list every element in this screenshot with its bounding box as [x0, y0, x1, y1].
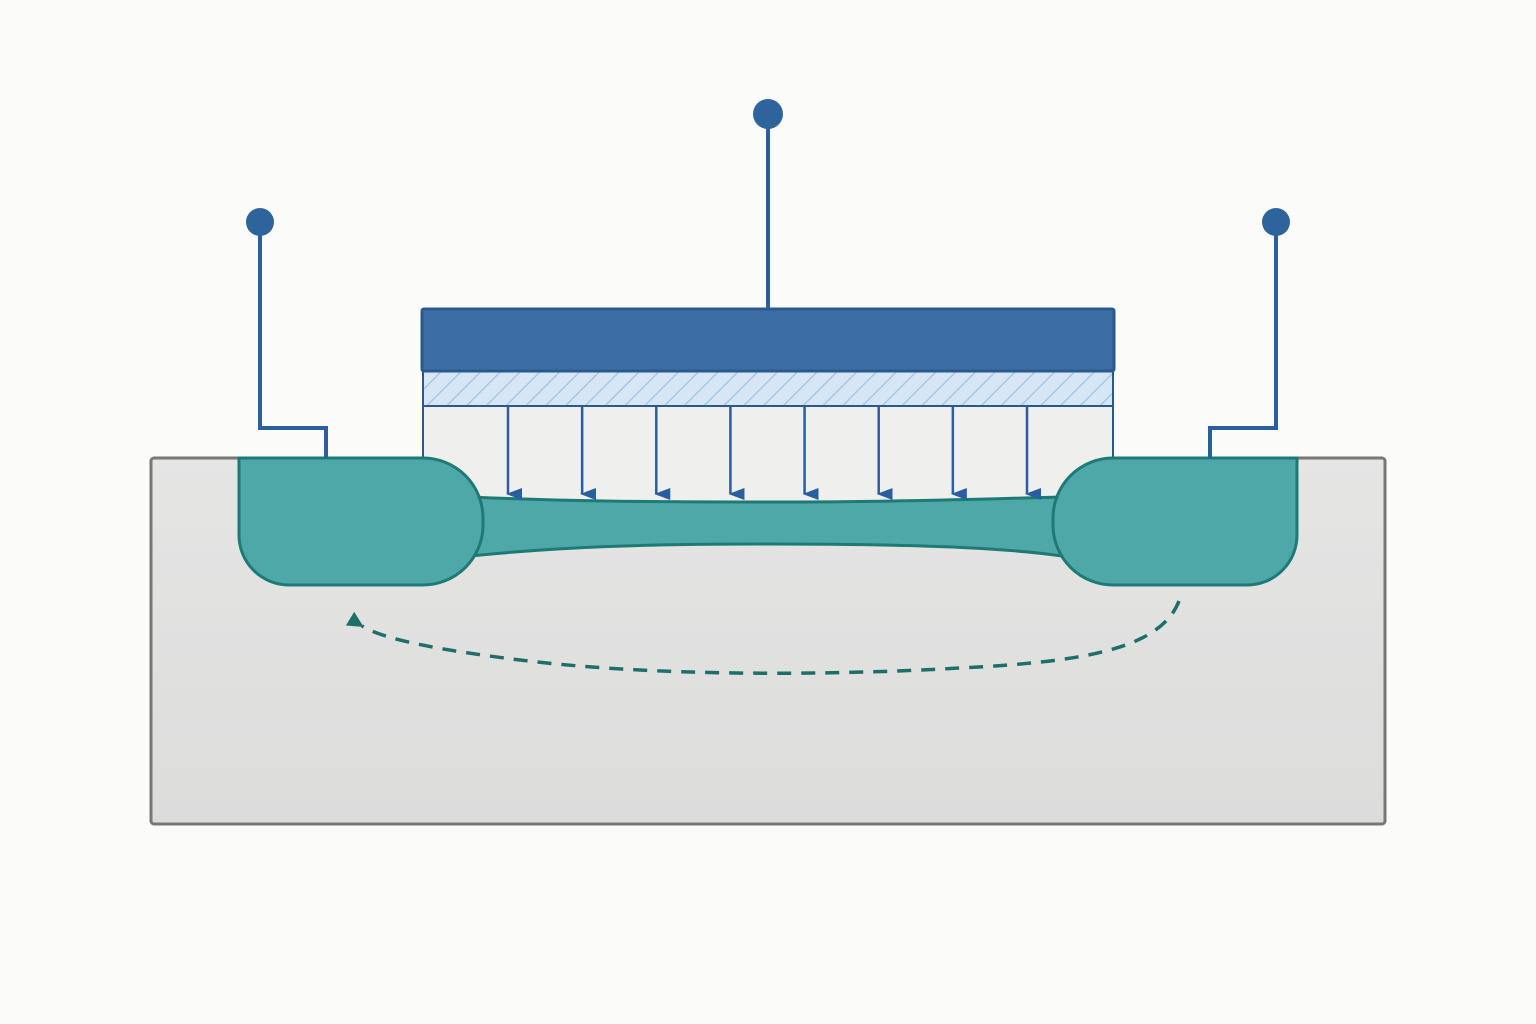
gate-terminal[interactable]	[753, 99, 783, 129]
gate-electrode	[420, 307, 1116, 373]
source-terminal[interactable]	[246, 208, 274, 236]
vertical-field-arrows	[506, 407, 1041, 500]
gate-oxide	[422, 370, 1114, 407]
source-wire	[258, 222, 328, 458]
drain-terminal[interactable]	[1262, 208, 1290, 236]
drain-region	[1051, 456, 1299, 587]
drain-wire	[1208, 222, 1278, 458]
gate-field-region	[422, 405, 1114, 503]
source-region	[237, 456, 485, 587]
carrier-flow-path	[345, 600, 1181, 676]
